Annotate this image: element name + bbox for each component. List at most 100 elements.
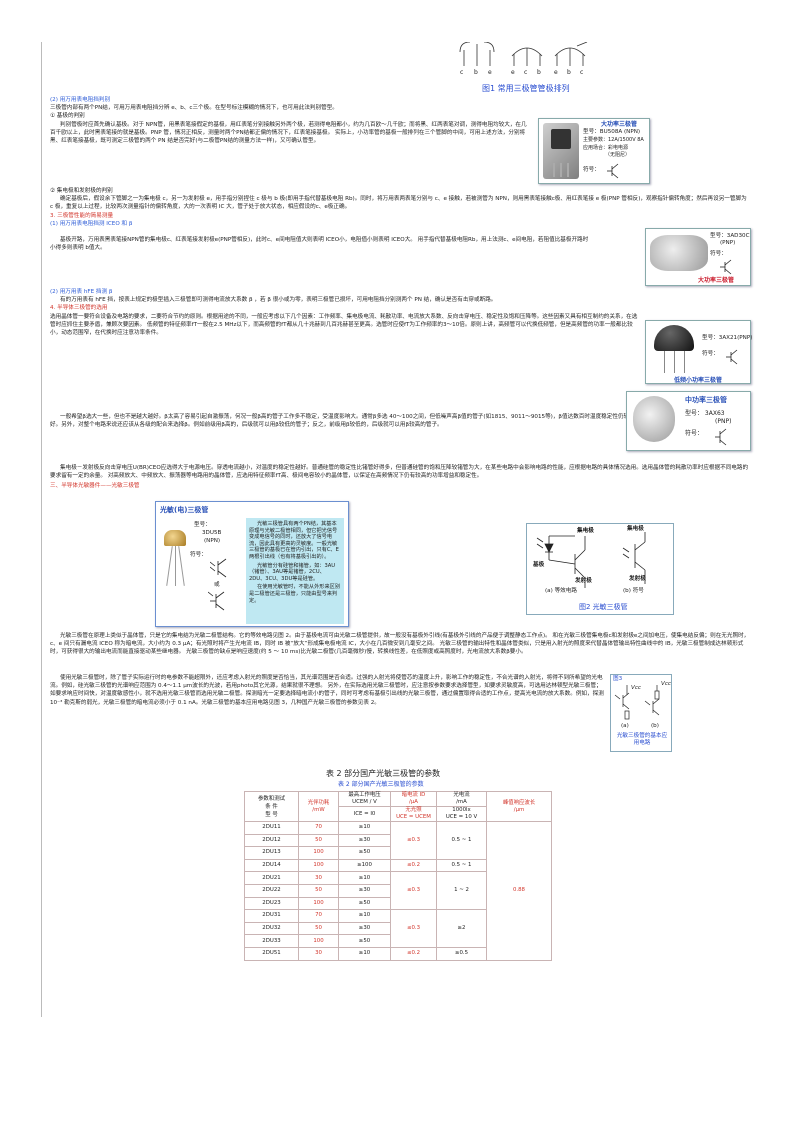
table-cell: 2DU14 bbox=[244, 858, 299, 873]
card-model: 型号：BU508A (NPN) bbox=[583, 129, 641, 135]
phototransistor-parameter-table: 参数和测试 条 件 型 号 光伴功耗 /mW 最高工作电压 UCEM / V 暗… bbox=[244, 791, 552, 961]
table-cell: 0.88 bbox=[486, 821, 552, 961]
transistor-symbol-icon bbox=[715, 428, 727, 446]
table-cell: 2DU32 bbox=[244, 921, 299, 936]
vcc-label: Vcc bbox=[631, 685, 641, 691]
table-header: UCE = 10 V bbox=[445, 814, 478, 820]
table-cell: 0.5 ~ 1 bbox=[436, 821, 487, 860]
subfigure-label: (a) bbox=[621, 723, 629, 729]
table-cell: 100 bbox=[298, 858, 339, 873]
table-inner-title: 表 2 部分国产光敏三极管的参数 bbox=[338, 781, 424, 788]
table-cell: ≥2 bbox=[436, 909, 487, 948]
table-cell: 70 bbox=[298, 821, 339, 835]
paragraph: 选用晶体管一要符合设备及电路的要求，二要符合节约的原则。根据用途的不同，一般应考… bbox=[50, 313, 638, 337]
table-cell: ≤0.3 bbox=[390, 909, 437, 948]
application-circuit-drawing bbox=[614, 685, 660, 720]
transistor-symbol-icon bbox=[607, 163, 619, 179]
pin-label: b bbox=[474, 69, 478, 76]
transistor-photo bbox=[633, 396, 675, 442]
card-params: 主要参数：12A/1500V 8A bbox=[583, 137, 644, 143]
table-cell: ≥50 bbox=[338, 934, 391, 948]
figure-3-label: 图3 bbox=[613, 676, 623, 682]
table-cell: 50 bbox=[298, 921, 339, 936]
subfigure-label: (b) bbox=[651, 723, 659, 729]
card-photo-transistor: 光敏(电)三极管 型号： 3DU5B (NPN) 符号： 或 光敏三极管具有两个… bbox=[155, 501, 349, 627]
table-cell: ≥50 bbox=[338, 896, 391, 911]
subheading: ② 集电极和发射极的判别 bbox=[50, 188, 113, 194]
table-cell: 100 bbox=[298, 846, 339, 860]
table-cell: 2DU31 bbox=[244, 909, 299, 923]
paragraph: 光敏三极管在原理上类似于晶体管，只是它的集电结为光敏二极管结构。它的等效电路见图… bbox=[50, 633, 750, 656]
figure-2: 集电极 基极 发射极 集电极 发射极 (a) 等效电路 (b) 符号 图2 光敏… bbox=[526, 523, 674, 615]
figure-2-caption: 图2 光敏三极管 bbox=[579, 603, 628, 611]
card-model: 型号： bbox=[194, 522, 211, 528]
collector-label: 集电极 bbox=[577, 528, 594, 534]
paragraph: 判别管极时应首先确认基极。对于 NPN管，用黑表笔接假定的基极，用红表笔分别接触… bbox=[50, 122, 527, 145]
table-header: 峰值响应波长 bbox=[502, 799, 536, 806]
collector-label: 集电极 bbox=[627, 526, 644, 532]
card-model: 型号： 3AX63 bbox=[685, 410, 725, 417]
card-title: 中功率三极管 bbox=[685, 396, 727, 404]
subheading: ① 基极的判别 bbox=[50, 113, 85, 120]
card-description-box: 光敏三极管具有两个PN结，其基本原理与光敏二极管相同，但它把光信号变成电信号的同… bbox=[246, 518, 344, 624]
card-type: (PNP) bbox=[720, 240, 736, 246]
vcc-label: Vcc bbox=[661, 681, 671, 687]
figure-3-caption: 光敏三极管的基本应用电路 bbox=[616, 733, 668, 746]
table-cell: ≥30 bbox=[338, 833, 391, 848]
table-header: 无光照 bbox=[405, 807, 422, 813]
table-cell: 2DU33 bbox=[244, 934, 299, 948]
emitter-label: 发射极 bbox=[629, 576, 646, 582]
table-header: /mW bbox=[312, 806, 325, 813]
paragraph: 有的万用表有 hFE 挡，按表上规定的极型插入三极管即可测得电流放大系数 β ，… bbox=[60, 297, 497, 304]
table-cell: 30 bbox=[298, 946, 339, 961]
card-use: 应用场合：彩电电源 bbox=[583, 145, 629, 151]
table-header: 最高工作电压 bbox=[348, 792, 381, 798]
phototransistor-symbol-icon bbox=[208, 591, 225, 611]
pin-arrangement-drawing bbox=[459, 41, 588, 66]
card-symbol-label: 符号： bbox=[702, 351, 719, 357]
card-3ax63: 中功率三极管 型号： 3AX63 (PNP) 符号： bbox=[626, 391, 751, 451]
section-title: 三、半导体光敏器件——光敏三极管 bbox=[50, 483, 140, 490]
table-header: 光电流 bbox=[453, 792, 470, 798]
card-title: 光敏(电)三极管 bbox=[160, 506, 209, 514]
table-header: /μm bbox=[513, 806, 525, 813]
table-cell: ≤0.2 bbox=[390, 858, 437, 873]
table-cell: ≥0.5 bbox=[436, 946, 487, 961]
table-cell: 2DU13 bbox=[244, 846, 299, 860]
table-cell: ≥10 bbox=[338, 946, 391, 961]
table-title: 表 2 部分国产光敏三极管的参数 bbox=[326, 769, 441, 778]
card-model: 型号：3AD30C bbox=[710, 233, 750, 239]
transistor-photo bbox=[164, 530, 186, 546]
table-header: 型 号 bbox=[265, 811, 278, 818]
transistor-photo bbox=[543, 123, 579, 179]
section-title: 4. 半导体三极管的选用 bbox=[50, 305, 108, 312]
table-header: 参数和测试 bbox=[258, 795, 285, 802]
phototransistor-symbol-icon bbox=[210, 558, 227, 578]
card-type: (PNP) bbox=[715, 418, 732, 425]
card-model: 型号：3AX21(PNP) bbox=[702, 335, 753, 341]
table-cell: ≥50 bbox=[338, 846, 391, 860]
card-power-transistor: 大功率三极管 型号：BU508A (NPN) 主要参数：12A/1500V 8A… bbox=[538, 118, 650, 184]
subfigure-label: (a) 等效电路 bbox=[545, 588, 577, 594]
table-cell: 2DU22 bbox=[244, 883, 299, 898]
pin-label: e bbox=[488, 69, 492, 76]
table-cell: ≥10 bbox=[338, 871, 391, 885]
table-header: 暗电流 ID bbox=[401, 792, 426, 798]
pin-label: c bbox=[580, 69, 584, 76]
table-cell: 70 bbox=[298, 909, 339, 923]
table-cell: 30 bbox=[298, 871, 339, 885]
card-symbol-label: 符号： bbox=[583, 167, 600, 173]
card-3ax21: 型号：3AX21(PNP) 符号： 低频小功率三极管 bbox=[645, 320, 753, 384]
pin-label: c bbox=[460, 69, 464, 76]
card-description: 光敏三极管具有两个PN结，其基本原理与光敏二极管相同，但它把光信号变成电信号的同… bbox=[249, 521, 339, 560]
table-header: UCEM / V bbox=[352, 799, 377, 805]
table-cell: ≥30 bbox=[338, 883, 391, 898]
table-cell: 2DU12 bbox=[244, 833, 299, 848]
paragraph: 使用光敏三极管时，除了管子实际运行时的电参数不能超限外，还应考虑入射光的照度是否… bbox=[50, 675, 604, 706]
table-cell: ≤0.2 bbox=[390, 946, 437, 961]
